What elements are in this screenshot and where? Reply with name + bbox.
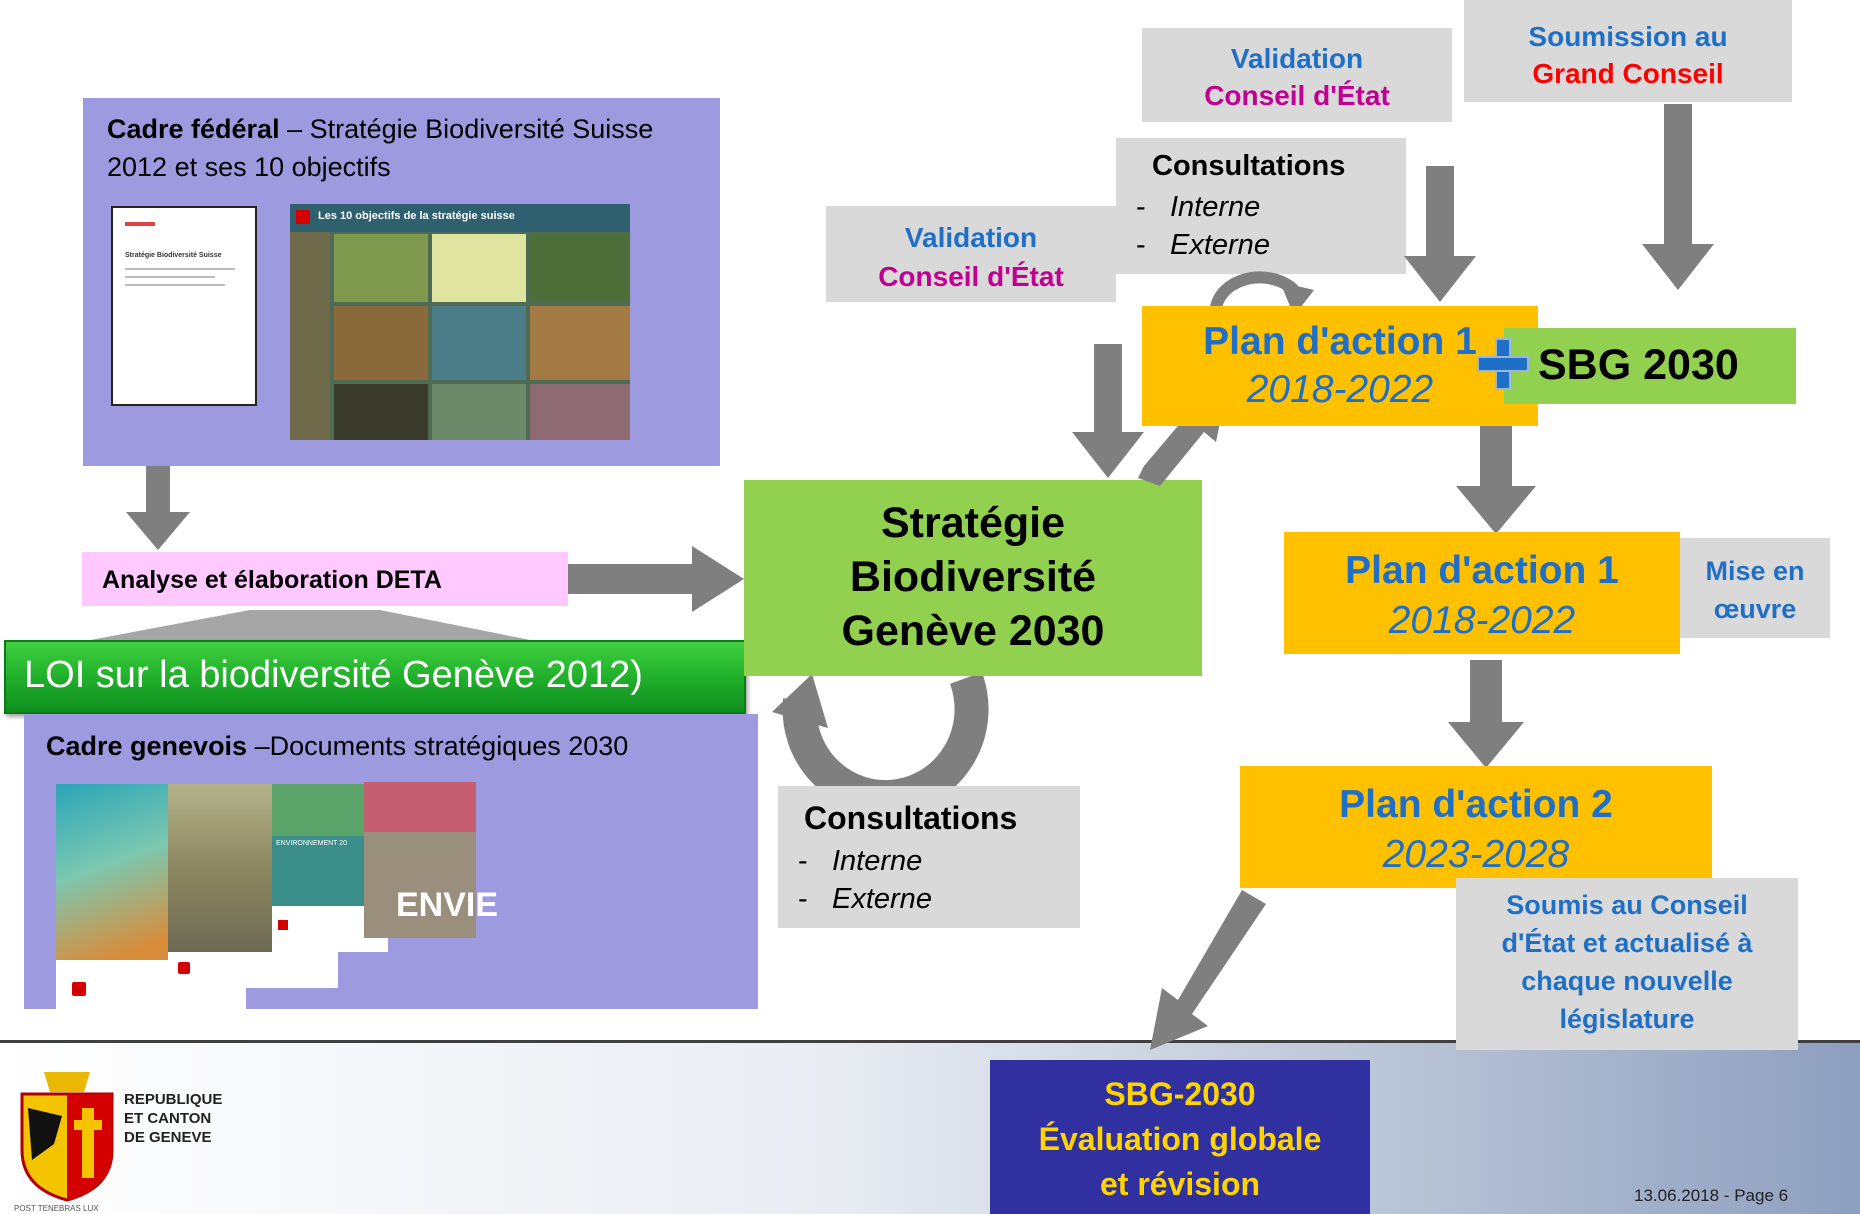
mise-line1: Mise en (1705, 556, 1805, 586)
plus-icon (1475, 336, 1531, 392)
soumission-line1: Soumission au (1528, 21, 1728, 52)
eval-box: SBG-2030 Évaluation globale et révision (990, 1060, 1370, 1214)
strategie-line-1: Stratégie (880, 499, 1065, 547)
federal-title: Cadre fédéral – Stratégie Biodiversité S… (107, 114, 654, 182)
curved-arrow-strategie-consultations (772, 676, 989, 802)
soumission-box: Soumission au Grand Conseil (1464, 0, 1792, 102)
soumis-line-2: d'État et actualisé à (1501, 928, 1753, 958)
plan-mid-dates: 2018-2022 (1388, 599, 1576, 642)
consultations-top-title: Consultations (1152, 150, 1346, 182)
eval-line-3: et révision (1099, 1166, 1261, 1202)
soumis-line-4: législature (1559, 1004, 1695, 1034)
analyse-box: Analyse et élaboration DETA (82, 552, 568, 606)
arrow-validation-to-strategie (1072, 344, 1144, 478)
footer-band (0, 1040, 1860, 1214)
federal-document-thumbnail: Stratégie Biodiversité Suisse (111, 206, 257, 406)
federal-poster-thumbnail: Les 10 objectifs de la stratégie suisse (290, 204, 630, 440)
consultations-bottom-title: Consultations (804, 800, 1018, 836)
soumission-line2: Grand Conseil (1532, 58, 1724, 89)
consultations-top-box: Consultations -Interne -Externe (1116, 138, 1406, 274)
analyse-label: Analyse et élaboration DETA (102, 566, 442, 594)
strategie-line-3: Genève 2030 (841, 607, 1105, 655)
arrow-plan-top-to-mid (1456, 426, 1536, 534)
sbg-box: SBG 2030 (1504, 328, 1796, 404)
geneva-coat-of-arms-icon (14, 1064, 120, 1202)
validation-top-line1: Validation (1230, 43, 1364, 74)
strategie-box: Stratégie Biodiversité Genève 2030 (744, 480, 1202, 676)
logo-motto: POST TENEBRAS LUX (14, 1204, 99, 1213)
loi-support-shape (80, 610, 540, 642)
arrow-soumission-down (1642, 104, 1714, 290)
mise-box: Mise en œuvre (1680, 538, 1830, 638)
eval-line-1: SBG-2030 (1104, 1076, 1256, 1112)
consultations-bottom-box: Consultations -Interne -Externe (778, 786, 1080, 928)
plan2-title: Plan d'action 2 (1339, 783, 1613, 826)
validation-top-box: Validation Conseil d'État (1142, 28, 1452, 122)
arrow-validation-top-down (1404, 166, 1476, 302)
loi-label: LOI sur la biodiversité Genève 2012) (24, 654, 643, 696)
consultations-bottom-item-interne: -Interne (798, 845, 923, 877)
genevois-frame: Cadre genevois –Documents stratégiques 2… (24, 714, 758, 1010)
genevois-doc-4: ENVIE (364, 782, 498, 938)
soumis-line-3: chaque nouvelle (1521, 966, 1733, 996)
mise-line2: œuvre (1713, 594, 1797, 624)
plan2-dates: 2023-2028 (1382, 833, 1570, 876)
validation-left-line1: Validation (904, 222, 1038, 253)
page-number: 13.06.2018 - Page 6 (1634, 1186, 1789, 1205)
consultations-top-item-interne: -Interne (1136, 191, 1261, 223)
plan-top-box: Plan d'action 1 2018-2022 (1142, 306, 1538, 426)
validation-top-line2: Conseil d'État (1204, 80, 1390, 111)
arrow-plan-mid-to-plan2 (1448, 660, 1524, 768)
loi-bar: LOI sur la biodiversité Genève 2012) (4, 640, 746, 714)
genevois-title: Cadre genevois –Documents stratégiques 2… (46, 731, 629, 761)
curved-arrow-plan-consultations (1209, 271, 1314, 316)
plan-mid-title: Plan d'action 1 (1345, 549, 1619, 592)
federal-frame: Cadre fédéral – Stratégie Biodiversité S… (83, 98, 720, 466)
footer-divider (0, 1040, 1860, 1043)
soumis-line-1: Soumis au Conseil (1506, 890, 1748, 920)
sbg-label: SBG 2030 (1538, 341, 1739, 389)
arrow-federal-to-analyse (126, 466, 190, 550)
arrow-analyse-to-strategie (568, 546, 744, 612)
plan2-box: Plan d'action 2 2023-2028 (1240, 766, 1712, 888)
validation-left-line2: Conseil d'État (878, 261, 1064, 292)
plan-top-title: Plan d'action 1 (1203, 320, 1477, 363)
eval-line-2: Évaluation globale (1038, 1121, 1322, 1157)
validation-left-box: Validation Conseil d'État (826, 206, 1116, 302)
strategie-line-2: Biodiversité (849, 553, 1097, 601)
soumis-box: Soumis au Conseil d'État et actualisé à … (1456, 878, 1798, 1050)
consultations-bottom-item-externe: -Externe (798, 883, 932, 915)
plan-mid-box: Plan d'action 1 2018-2022 (1284, 532, 1680, 654)
logo-text: REPUBLIQUE ET CANTON DE GENEVE (124, 1091, 223, 1146)
plan-top-dates: 2018-2022 (1246, 368, 1434, 411)
arrow-plan2-to-eval (1150, 890, 1266, 1050)
consultations-top-item-externe: -Externe (1136, 229, 1270, 261)
